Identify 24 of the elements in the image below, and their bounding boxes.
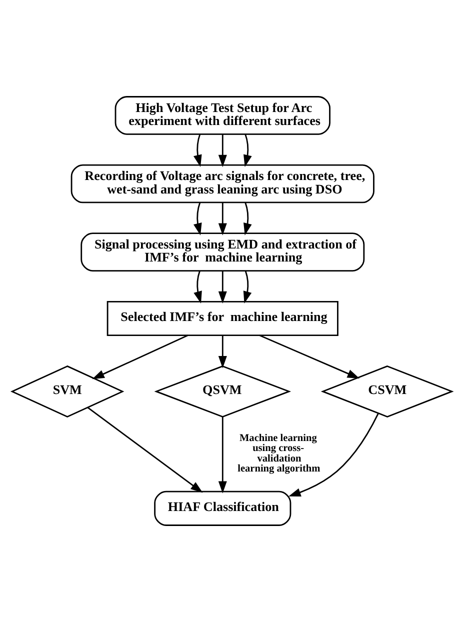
arrow [288,412,379,496]
node-box: High Voltage Test Setup for Arc experiment with different surfaces [114,96,330,134]
node-box: HIAF Classification [154,490,292,526]
node-box: Signal processing using EMD and extraction of IMF’s for machine learning [80,232,365,271]
arrow [218,202,227,235]
arrow [244,202,252,235]
arrow [194,133,202,167]
arrow [218,335,227,368]
node-box: Selected IMF’s for machine learning [106,300,338,336]
arrow [243,270,252,303]
arrow [259,334,360,378]
arrow [87,406,203,492]
arrow [218,416,227,493]
node-box: Recording of Voltage arc signals for concrete, tree, wet-sand and grass leaning arc using DSO [70,164,374,203]
arrow [244,133,252,167]
node-diamond: CSVM [320,364,454,417]
arrow [194,202,202,235]
arrow [218,134,227,167]
arrow [218,270,227,304]
edge-label: Machine learning using cross-validation learning algorithm [238,432,320,474]
node-diamond: SVM [10,364,124,417]
arrow [194,270,202,303]
node-diamond: QSVM [154,364,292,417]
arrow [92,334,188,379]
